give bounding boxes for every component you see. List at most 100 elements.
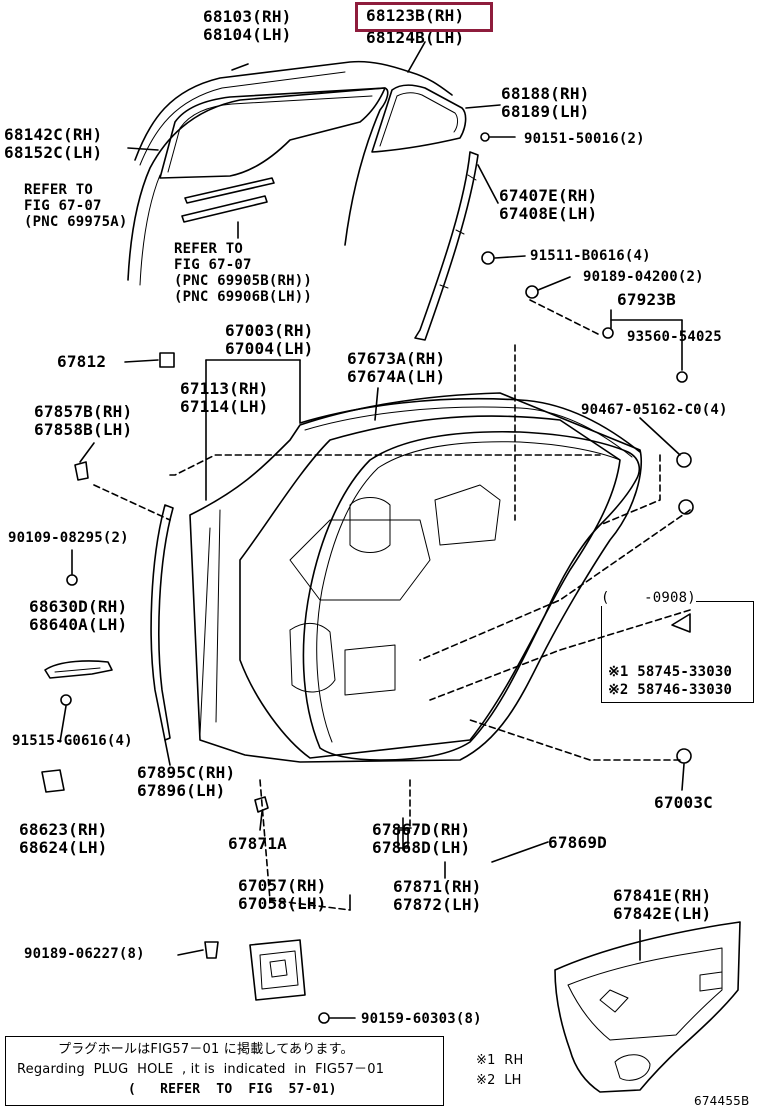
label-67004[interactable]: 67004(LH) (225, 339, 314, 358)
stopper-68623 (41, 769, 65, 793)
cap-90467-1 (676, 452, 692, 468)
label-ref1-c: (PNC 69975A) (24, 214, 128, 230)
note-japanese: プラグホールはFIG57－01 に掲載してあります。 (58, 1042, 354, 1057)
label-67842e[interactable]: 67842E(LH) (613, 904, 712, 923)
label-68623[interactable]: 68623(RH) (19, 820, 108, 839)
label-67869d[interactable]: 67869D (548, 833, 607, 852)
door-inner-panel (239, 415, 621, 759)
nut-93560-1 (602, 327, 614, 339)
label-68104[interactable]: 68104(LH) (203, 25, 292, 44)
label-91515[interactable]: 91515-G0616(4) (12, 733, 133, 749)
outer-weatherstrip (299, 397, 641, 453)
label-67408e[interactable]: 67408E(LH) (499, 204, 598, 223)
highlight-box (355, 2, 493, 32)
plug-67003c (676, 748, 692, 764)
label-67858b[interactable]: 67858B(LH) (34, 420, 133, 439)
label-68624[interactable]: 68624(LH) (19, 838, 108, 857)
label-67871a[interactable]: 67871A (228, 834, 287, 853)
clip-90189b (204, 941, 219, 959)
rear-run-channel (150, 504, 174, 741)
label-67871[interactable]: 67871(RH) (393, 877, 482, 896)
label-67114[interactable]: 67114(LH) (180, 397, 269, 416)
label-67003c[interactable]: 67003C (654, 793, 713, 812)
clip-67871a (254, 796, 269, 813)
bolt-91515 (60, 694, 72, 706)
window-frame-moulding-inner (139, 71, 346, 166)
assembly-dash-lines (93, 299, 691, 911)
label-68630d[interactable]: 68630D(RH) (29, 597, 128, 616)
door-trim-panel (554, 921, 741, 1093)
clip-67857b (74, 461, 89, 481)
quarter-glass (371, 84, 467, 153)
cap-90467-2 (678, 499, 694, 515)
note-english: Regarding PLUG HOLE , it is indicated in… (17, 1062, 385, 1077)
label-67003[interactable]: 67003(RH) (225, 321, 314, 340)
door-lock (249, 939, 306, 1001)
label-ref1-a: REFER TO (24, 182, 94, 198)
screw-90159 (318, 1012, 330, 1024)
belt-moulding-lower (181, 195, 268, 223)
label-68142c[interactable]: 68142C(RH) (4, 125, 103, 144)
note-refer: ( REFER TO FIG 57-01) (128, 1082, 337, 1097)
label-68103[interactable]: 68103(RH) (203, 7, 292, 26)
door-check (44, 660, 113, 679)
label-67812[interactable]: 67812 (57, 352, 107, 371)
label-ref2-b: FIG 67-07 (174, 257, 252, 273)
label-67407e[interactable]: 67407E(RH) (499, 186, 598, 205)
label-67673a[interactable]: 67673A(RH) (347, 349, 446, 368)
clip-90189a (525, 285, 539, 299)
door-panel (189, 392, 643, 763)
label-ref2-d: (PNC 69906B(LH)) (174, 289, 313, 305)
window-frame-moulding (134, 60, 453, 161)
label-68188[interactable]: 68188(RH) (501, 84, 590, 103)
label-93560[interactable]: 93560-54025 (627, 329, 722, 345)
leader-lines (59, 41, 685, 1019)
label-68124b[interactable]: 68124B(LH) (366, 28, 465, 47)
label-ref2-a: REFER TO (174, 241, 244, 257)
label-ref2-c: (PNC 69905B(RH)) (174, 273, 313, 289)
label-67057[interactable]: 67057(RH) (238, 876, 327, 895)
label-91511[interactable]: 91511-B0616(4) (530, 248, 651, 264)
label-67872[interactable]: 67872(LH) (393, 895, 482, 914)
division-bar (414, 151, 479, 341)
label-68640a[interactable]: 68640A(LH) (29, 615, 128, 634)
label-67867d[interactable]: 67867D(RH) (372, 820, 471, 839)
plug-hole-note-box (5, 1036, 444, 1106)
screw-90151 (480, 132, 490, 142)
label-90159[interactable]: 90159-60303(8) (361, 1011, 482, 1027)
inset-part-2[interactable]: ※2 58746-33030 (608, 682, 733, 698)
label-67896[interactable]: 67896(LH) (137, 781, 226, 800)
label-ref1-b: FIG 67-07 (24, 198, 102, 214)
label-68123b-rh[interactable]: 68123B(RH) (366, 6, 465, 25)
label-90189-06227[interactable]: 90189-06227(8) (24, 946, 145, 962)
label-67674a[interactable]: 67674A(LH) (347, 367, 446, 386)
door-glass (159, 87, 386, 179)
label-68152c[interactable]: 68152C(LH) (4, 143, 103, 162)
label-90189-04200[interactable]: 90189-04200(2) (583, 269, 704, 285)
label-90467[interactable]: 90467-05162-C0(4) (581, 402, 728, 418)
label-67895c[interactable]: 67895C(RH) (137, 763, 236, 782)
belt-moulding-upper (184, 177, 275, 204)
bolt-90109 (66, 574, 78, 586)
label-90151[interactable]: 90151-50016(2) (524, 131, 645, 147)
label-67923b[interactable]: 67923B (617, 290, 676, 309)
label-67113[interactable]: 67113(RH) (180, 379, 269, 398)
legend-rh: ※1 RH (476, 1053, 524, 1068)
run-channel (127, 87, 389, 281)
clip-67812 (159, 352, 175, 368)
label-67857b[interactable]: 67857B(RH) (34, 402, 133, 421)
inset-part (671, 613, 691, 633)
label-68189[interactable]: 68189(LH) (501, 102, 590, 121)
inset-range: ( -0908) (601, 590, 696, 606)
label-67058[interactable]: 67058(LH) (238, 894, 327, 913)
screw-91511 (481, 251, 495, 265)
label-90109[interactable]: 90109-08295(2) (8, 530, 129, 546)
figure-id: 674455B (694, 1094, 750, 1108)
inset-part-1[interactable]: ※1 58745-33030 (608, 664, 733, 680)
nut-93560-2 (676, 371, 688, 383)
door-weatherstrip (302, 430, 641, 761)
label-67841e[interactable]: 67841E(RH) (613, 886, 712, 905)
label-67868d[interactable]: 67868D(LH) (372, 838, 471, 857)
